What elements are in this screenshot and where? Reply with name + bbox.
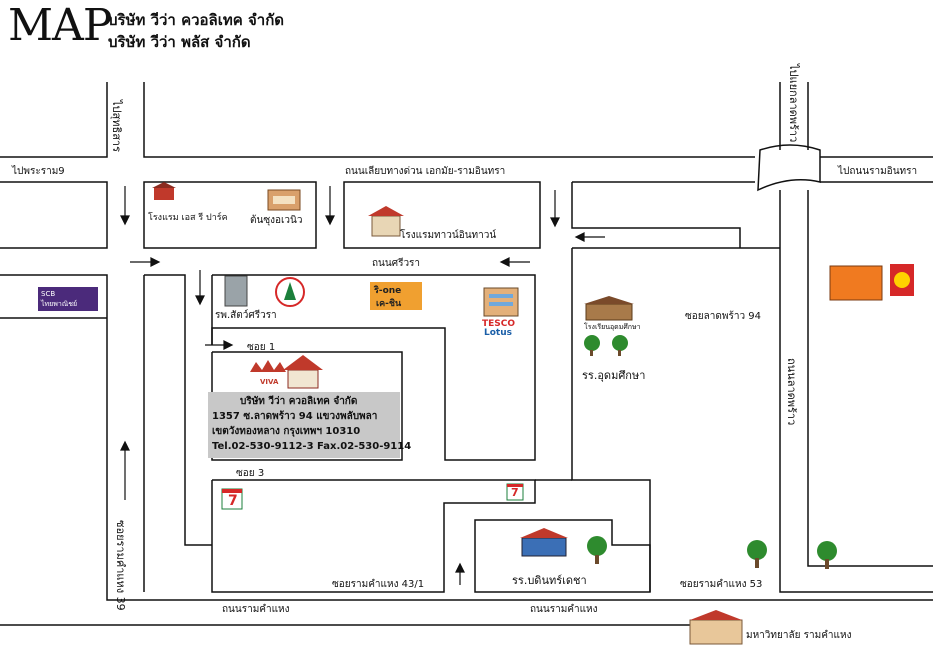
road-label-ramintra: ไปถนนรามอินทรา xyxy=(838,166,918,177)
company-name-2: บริษัท วีว่า พลัส จำกัด xyxy=(108,33,251,51)
scb-label: SCB xyxy=(41,290,56,298)
school-building-icon xyxy=(584,296,634,321)
road-label-ramkhamhaeng-43-1: ซอยรามคำแหง 43/1 xyxy=(332,579,425,590)
info-address-2: เขตวังทองหลาง กรุงเทพฯ 10310 xyxy=(212,426,361,437)
tree-icons xyxy=(584,335,837,569)
landmark-label-srivara-hospital: รพ.สัตว์ศรีวรา xyxy=(215,310,277,321)
viva-logo-text: VIVA xyxy=(260,378,279,386)
arrow-down-icon xyxy=(550,190,560,228)
arrow-left-icon xyxy=(574,232,605,242)
landmark-label-hotel-srpark: โรงแรม เอส รี ปาร์ค xyxy=(148,213,228,223)
landmark-sign-udomsuksa: โรงเรียนอุดมศึกษา xyxy=(584,323,641,331)
landmark-label-ramkhamhaeng-univ: มหาวิทยาลัย รามคำแหง xyxy=(746,630,852,641)
road-label-soi-latphrao-94: ซอยลาดพร้าว 94 xyxy=(685,311,761,322)
one-kachin-text-1: ริ-one xyxy=(374,286,402,296)
arrow-right-icon xyxy=(130,257,161,267)
info-address-1: 1357 ซ.ลาดพร้าว 94 แขวงพลับพลา xyxy=(212,411,378,422)
road-label-expressway: ถนนเลียบทางด่วน เอกมัย-รามอินทรา xyxy=(345,166,506,177)
school-building-icon xyxy=(520,528,568,557)
info-company-name: บริษัท วีว่า ควอลิเทค จำกัด xyxy=(240,396,358,407)
road-label-soi-3: ซอย 3 xyxy=(236,468,265,479)
scb-bank-sign: SCB ไทยพาณิชย์ xyxy=(38,287,98,311)
tree-icon xyxy=(587,536,607,564)
road-label-ramkhamhaeng-road: ถนนรามคำแหง xyxy=(530,604,598,615)
company-info-box: บริษัท วีว่า ควอลิเทค จำกัด 1357 ซ.ลาดพร… xyxy=(208,392,412,458)
road-label-ramkhamhaeng-53: ซอยรามคำแหง 53 xyxy=(680,579,763,590)
arrow-right-icon xyxy=(205,340,234,350)
road-label-latphrao: ถนนลาดพร้าว xyxy=(785,358,798,426)
one-kachin-sign-icon xyxy=(370,282,422,310)
landmark-label-townintown: โรงแรมทาวน์อินทาวน์ xyxy=(400,230,497,241)
tree-icon xyxy=(612,335,628,356)
road-label-soi-1: ซอย 1 xyxy=(247,342,276,353)
info-contact: Tel.02-530-9112-3 Fax.02-530-9114 xyxy=(212,441,412,452)
road-label-pracharam9: ไปพระราม9 xyxy=(12,166,65,177)
company-name-1: บริษัท วีว่า ควอลิเทค จำกัด xyxy=(108,11,285,29)
big-c-store-icon xyxy=(829,264,914,301)
seven-eleven-text: 7 xyxy=(228,493,238,509)
seven-eleven-logo-icon xyxy=(506,483,524,501)
arrow-up-icon xyxy=(120,440,130,500)
mall-building-icon xyxy=(267,189,301,211)
lotus-logo-text: Lotus xyxy=(484,328,512,338)
road-label-srivara: ถนนศรีวรา xyxy=(372,258,421,269)
arrow-up-icon xyxy=(455,562,465,585)
arrow-down-icon xyxy=(195,270,205,306)
store-building-icon xyxy=(483,287,519,317)
road-network xyxy=(0,82,933,626)
seven-eleven-text: 7 xyxy=(511,486,519,499)
landmark-label-udomsuksa: รร.อุดมศึกษา xyxy=(582,369,646,382)
crown-logo-icon xyxy=(250,360,286,372)
road-label-sutthisan: ไปสุทธิสาร xyxy=(110,100,123,152)
hotel-building-icon xyxy=(368,206,404,237)
tree-icon xyxy=(747,540,767,568)
arrow-down-icon xyxy=(120,186,130,226)
tree-icon xyxy=(584,335,600,356)
bank-logo-icon xyxy=(275,277,305,307)
hospital-building-icon xyxy=(224,275,248,307)
one-kachin-text-2: เค-ชิน xyxy=(376,299,402,309)
arrow-left-icon xyxy=(499,257,530,267)
traffic-arrows xyxy=(120,186,605,585)
building-icons xyxy=(152,182,914,645)
landmark-label-tunsung: ต้นซุงอเวนิว xyxy=(250,215,303,226)
map-title: MAP xyxy=(8,0,112,51)
hotel-building-icon xyxy=(152,182,176,200)
arrow-down-icon xyxy=(325,186,335,226)
viva-house-icon xyxy=(283,355,323,389)
road-label-latphrao-junction: ไปแยกลาดพร้าว xyxy=(787,64,800,143)
road-label-ramkhamhaeng-road: ถนนรามคำแหง xyxy=(222,604,290,615)
university-building-icon xyxy=(689,610,743,645)
road-label-ramkhamhaeng-39: ซอยรามคำแหง 39 xyxy=(114,520,127,611)
scb-thai-label: ไทยพาณิชย์ xyxy=(41,300,78,308)
landmark-label-bodindecha: รร.บดินทร์เดชา xyxy=(512,574,587,587)
tesco-logo-text: TESCO xyxy=(482,319,516,329)
tree-icon xyxy=(817,541,837,569)
seven-eleven-logo-icon xyxy=(221,488,243,510)
